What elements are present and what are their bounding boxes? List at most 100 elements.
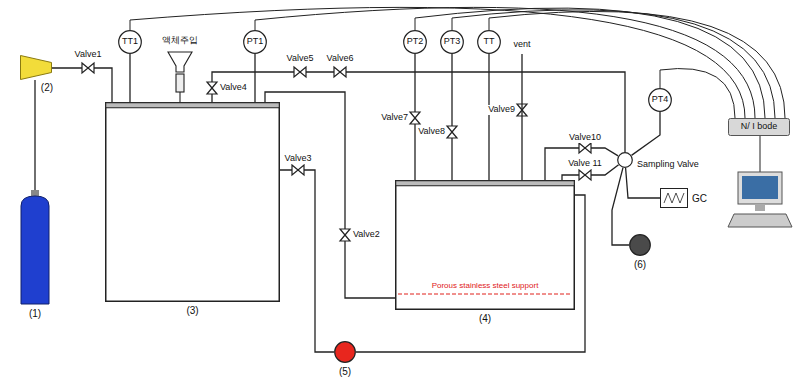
interface-board: N/ I bode: [728, 118, 790, 136]
vent-line: [521, 54, 522, 180]
node-outline: [105, 102, 280, 302]
sampling-valve: Sampling Valve: [617, 152, 633, 168]
liquid-inlet-funnel: [168, 52, 192, 102]
pipe-line: [632, 112, 661, 155]
monitor: [738, 172, 782, 204]
node-label: PT3: [444, 37, 461, 47]
gc-trace: [664, 193, 684, 203]
node-label: (5): [339, 366, 351, 377]
node-label: (1): [29, 308, 41, 319]
node-outline: [617, 152, 633, 168]
temperature-gauge: TT: [477, 30, 501, 54]
pipe-line: [488, 54, 489, 180]
pipe-line: [280, 170, 334, 352]
valve-label: Valve 11: [567, 159, 603, 169]
valve-symbol: [410, 112, 420, 124]
circle-outline: [649, 89, 672, 112]
pressure-gauge: PT1: [243, 30, 267, 54]
monitor-stand: [755, 204, 765, 211]
valve-symbol: [447, 126, 457, 138]
valve-symbol: [340, 229, 350, 241]
computer-icon: [728, 172, 792, 227]
tank-wall: [396, 181, 575, 310]
node-label: (6): [634, 259, 646, 270]
porous-support: [398, 294, 572, 295]
valve-label: Valve4: [219, 83, 248, 93]
circle-outline: [618, 153, 633, 168]
compressor-outline: [21, 56, 52, 80]
circle-outline: [244, 31, 267, 54]
circle-outline: [404, 31, 427, 54]
pressure-gauge: PT2: [403, 30, 427, 54]
node-label: (3): [186, 305, 198, 316]
tank-lid: [396, 181, 575, 186]
valve-symbol: [207, 82, 217, 94]
pressure-gauge: PT3: [440, 30, 464, 54]
data-cable: [760, 136, 761, 172]
valve-label: Valve6: [326, 54, 355, 64]
signal-wire: [255, 7, 755, 118]
node-label: TT: [484, 37, 495, 47]
keyboard: [728, 214, 792, 227]
node-outline: [20, 190, 50, 305]
compressor: (2): [20, 55, 52, 80]
inlet-label: 액체주입: [161, 36, 199, 46]
cylinder-neck: [31, 190, 39, 196]
signal-wire: [415, 8, 765, 118]
node-label: (4): [479, 313, 491, 324]
pipe-line: [545, 148, 618, 180]
signal-wire: [660, 69, 735, 118]
circle-outline: [630, 235, 651, 256]
funnel: [168, 52, 192, 72]
node-outline: [20, 55, 52, 80]
screen: [742, 176, 778, 199]
node-label: PT2: [407, 37, 424, 47]
valve-symbol: [579, 143, 591, 153]
pipe-line: [254, 54, 255, 102]
circle-outline: [478, 31, 501, 54]
valve-symbol: [82, 63, 94, 73]
valve-label: Valve7: [380, 113, 409, 123]
signal-wire: [452, 10, 775, 118]
node-outline: [395, 180, 575, 310]
gc-box: [661, 189, 688, 208]
valve-symbol: [334, 67, 346, 77]
valve-symbol: [294, 67, 306, 77]
node-label: Sampling Valve: [637, 160, 699, 170]
node-label: PT4: [652, 95, 669, 105]
valve-symbol: [292, 165, 304, 175]
pipe-line: [612, 168, 629, 245]
inlet-stem: [179, 92, 180, 102]
gas-chromatograph: GC: [660, 188, 688, 208]
pipe-line: [626, 168, 660, 198]
vent-label: vent: [512, 40, 531, 50]
pipe-line: [451, 54, 452, 180]
valve-label: Valve3: [284, 154, 313, 164]
valve-label: Valve9: [487, 105, 516, 115]
node-label: TT1: [122, 37, 138, 47]
tank-lid: [106, 103, 280, 108]
signal-wire: [130, 7, 745, 118]
node-label: PT1: [247, 37, 264, 47]
circle-outline: [441, 31, 464, 54]
node-label: GC: [692, 193, 707, 204]
node-label: N/ I bode: [741, 122, 778, 132]
valve-label: Valve2: [352, 230, 381, 240]
valve-label: Valve1: [74, 50, 103, 60]
node-outline: [334, 341, 356, 363]
pipe-line: [265, 92, 395, 298]
inlet-tube: [176, 74, 184, 92]
pipe-line: [129, 54, 130, 102]
valve-label: Valve5: [286, 54, 315, 64]
vacuum-pump: (6): [629, 234, 651, 256]
valve-symbol: [579, 170, 591, 180]
device-outline: [729, 119, 790, 136]
circulation-pump: (5): [334, 341, 356, 363]
circle-outline: [335, 342, 356, 363]
node-label: (2): [41, 82, 53, 93]
pressure-gauge: PT4: [648, 88, 672, 112]
reactor-tank: Porous stainless steel support(4): [395, 180, 575, 310]
valve-label: Valve10: [568, 133, 602, 143]
temperature-gauge: TT1: [118, 30, 142, 54]
